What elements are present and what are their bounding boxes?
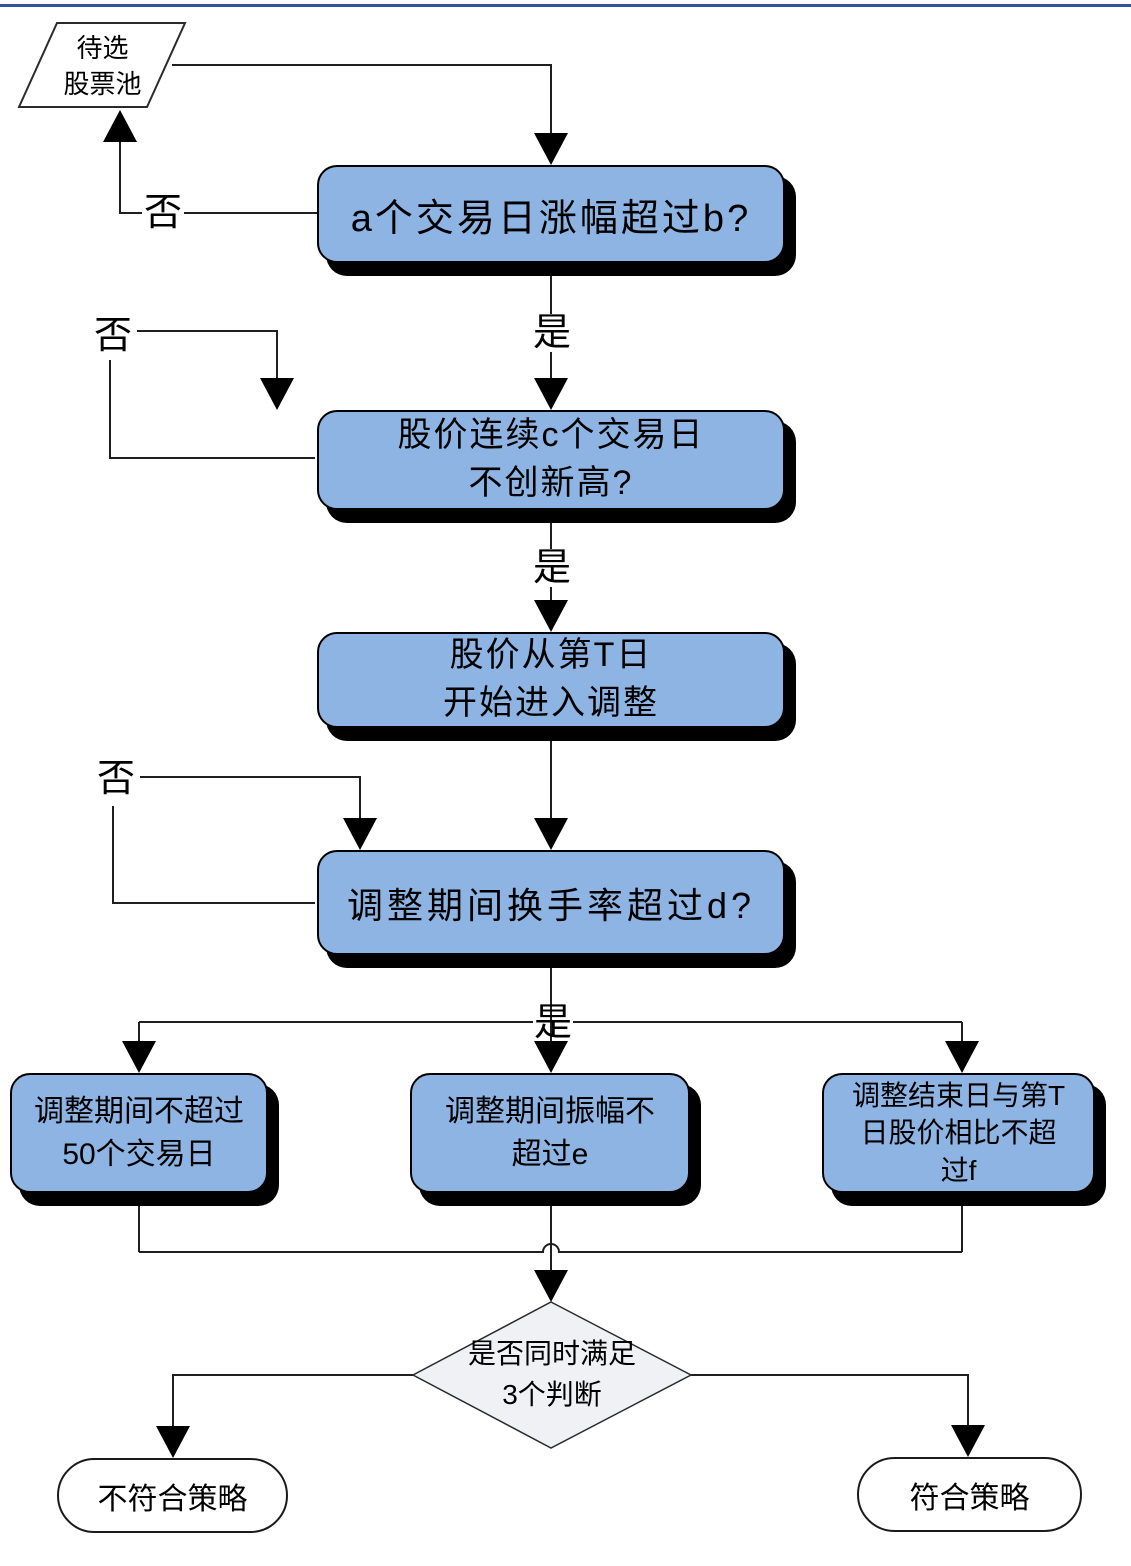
edge-converge-bar	[139, 1243, 962, 1253]
arrowhead-into-decision	[534, 1270, 568, 1302]
step3-line2: 开始进入调整	[443, 684, 659, 722]
edge-step4-no-loop-return	[112, 806, 315, 904]
arrowhead-into-amplitude	[534, 1041, 568, 1073]
label-yes-step4: 是	[533, 1002, 573, 1044]
step4-turnover-check-box: 调整期间换手率超过d?	[317, 850, 785, 955]
arrowhead-into-step3	[534, 600, 568, 632]
stock-pool-node: 待选 股票池	[40, 30, 165, 102]
arrowhead-into-fail	[156, 1426, 190, 1458]
edges	[109, 64, 969, 1426]
stock-pool-parallelogram	[17, 22, 187, 108]
decision-line1: 是否同时满足	[467, 1338, 636, 1370]
arrowhead-no-into-step4	[343, 818, 377, 850]
step2-line2: 不创新高?	[468, 464, 634, 502]
edge-step1-no-to-pool	[119, 142, 317, 214]
pass-terminal: 符合策略	[857, 1457, 1082, 1532]
fail-terminal: 不符合策略	[57, 1458, 288, 1533]
arrowhead-no-into-step2	[260, 378, 294, 410]
label-yes-step1: 是	[530, 312, 574, 354]
arrowhead-into-pool	[103, 110, 137, 142]
condition-days-line2: 50个交易日	[62, 1138, 216, 1171]
condition-price-line2: 日股价相比不超	[860, 1117, 1057, 1149]
edge-decision-to-fail	[172, 1374, 413, 1426]
arrowhead-into-step4	[534, 818, 568, 850]
step3-adjustment-start-box: 股价从第T日 开始进入调整	[317, 632, 785, 728]
condition-days-line1: 调整期间不超过	[34, 1094, 244, 1128]
condition-price-line1: 调整结束日与第T	[851, 1080, 1066, 1112]
condition-amplitude-line1: 调整期间振幅不	[445, 1094, 655, 1128]
edge-pool-to-step1	[172, 64, 552, 135]
decision-diamond	[411, 1301, 693, 1449]
condition-price-line3: 过f	[940, 1154, 977, 1186]
decision-node: 是否同时满足 3个判断	[432, 1330, 672, 1420]
condition-days-box: 调整期间不超过 50个交易日	[10, 1073, 268, 1193]
condition-price-box: 调整结束日与第T 日股价相比不超 过f	[822, 1073, 1095, 1193]
step2-line1: 股价连续c个交易日	[397, 416, 705, 455]
edge-step2-no-loop-top	[137, 330, 278, 378]
stock-pool-line2: 股票池	[63, 69, 142, 99]
arrowhead-into-pass	[951, 1425, 985, 1457]
condition-amplitude-line2: 超过e	[511, 1138, 589, 1171]
arrowhead-into-price	[945, 1041, 979, 1073]
decision-line2: 3个判断	[502, 1379, 602, 1410]
arrowheads	[103, 110, 985, 1458]
stock-pool-line1: 待选	[76, 32, 129, 63]
arrowhead-into-step1	[534, 133, 568, 165]
step1-gain-check-box: a个交易日涨幅超过b?	[317, 165, 785, 263]
edge-step2-no-loop-return	[109, 360, 315, 459]
step4-text: 调整期间换手率超过d?	[346, 884, 756, 926]
label-no-step1: 否	[141, 192, 185, 234]
pass-text: 符合策略	[909, 1481, 1030, 1515]
edge-decision-to-pass	[691, 1374, 969, 1425]
step3-line1: 股价从第T日	[449, 636, 653, 675]
edge-step4-no-loop-top	[140, 776, 361, 818]
step2-no-new-high-box: 股价连续c个交易日 不创新高?	[317, 410, 785, 510]
arrowhead-yes-into-step2	[534, 378, 568, 410]
top-border-rule	[0, 4, 1131, 7]
condition-amplitude-box: 调整期间振幅不 超过e	[410, 1073, 690, 1193]
label-yes-step2: 是	[530, 547, 574, 589]
label-no-step2: 否	[91, 315, 135, 357]
fail-text: 不符合策略	[97, 1482, 248, 1516]
step1-text: a个交易日涨幅超过b?	[350, 197, 752, 240]
label-no-step4: 否	[94, 758, 138, 800]
arrowhead-into-days	[122, 1041, 156, 1073]
